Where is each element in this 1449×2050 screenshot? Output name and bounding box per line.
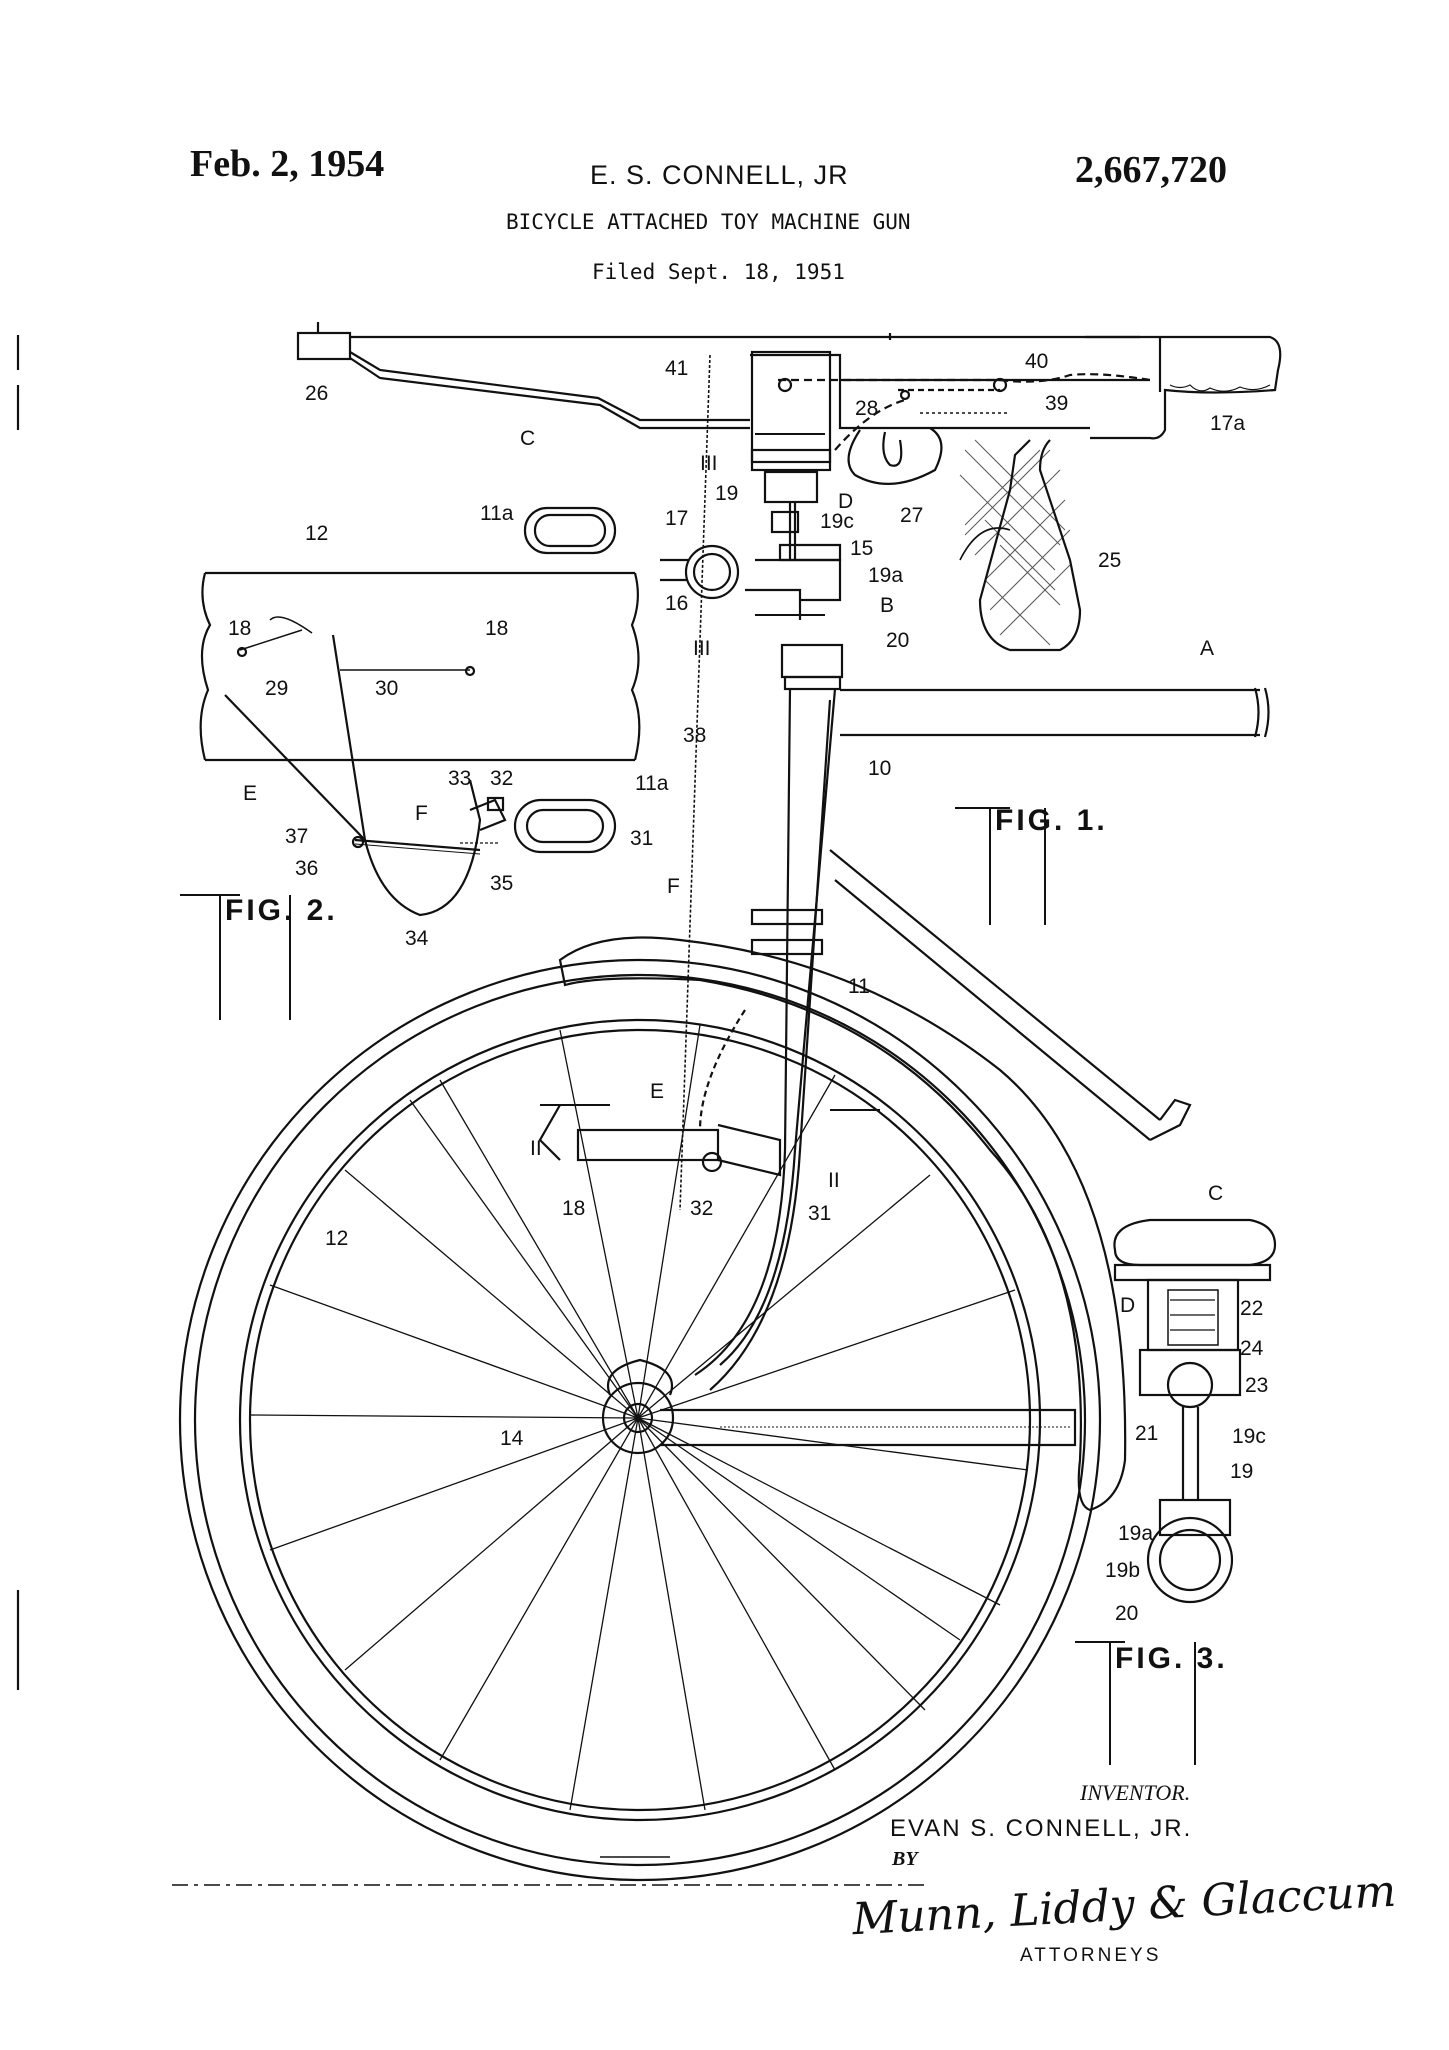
wheel-spokes <box>249 1024 1029 1811</box>
ref-C3: C <box>1208 1182 1223 1205</box>
ref-14: 14 <box>500 1427 524 1450</box>
figure-labels: FIG. 1. FIG. 2. FIG. 3. <box>180 804 1228 1765</box>
ref-40: 40 <box>1025 350 1048 373</box>
ref-38: 38 <box>683 724 706 747</box>
ref-II-b: II <box>828 1169 840 1192</box>
patent-title: BICYCLE ATTACHED TOY MACHINE GUN <box>506 210 911 234</box>
ref-F2: F <box>415 802 428 825</box>
ref-III-a: III <box>700 452 718 475</box>
ref-C: C <box>520 427 535 450</box>
ref-D3: D <box>1120 1294 1135 1317</box>
ref-24: 24 <box>1240 1337 1264 1360</box>
ref-17: 17 <box>665 507 688 530</box>
ref-36: 36 <box>295 857 318 880</box>
reference-labels: 41 40 39 26 28 27 17a 25 C III D 19 19c … <box>228 350 1268 1625</box>
ref-25: 25 <box>1098 549 1121 572</box>
ref-12: 12 <box>305 522 328 545</box>
by-label: BY <box>892 1848 918 1870</box>
ref-37: 37 <box>285 825 308 848</box>
inventor-label: INVENTOR. <box>1080 1780 1191 1805</box>
bicycle-frame <box>679 354 1270 1211</box>
ref-29: 29 <box>265 677 288 700</box>
inventor-name: EVAN S. CONNELL, JR. <box>890 1815 1193 1842</box>
ref-19a-3: 19a <box>1118 1522 1153 1545</box>
ref-31: 31 <box>630 827 653 850</box>
ref-32-b: 32 <box>690 1197 713 1220</box>
toy-machine-gun <box>296 322 1282 652</box>
ref-11: 11 <box>848 975 870 998</box>
fig3-label: FIG. 3. <box>1115 1642 1228 1675</box>
tube-section-11a <box>513 506 617 854</box>
wheel-fender <box>558 936 1127 1512</box>
ref-17a: 17a <box>1210 412 1245 435</box>
patent-date: Feb. 2, 1954 <box>190 143 385 185</box>
ref-21: 21 <box>1135 1422 1158 1445</box>
ref-30: 30 <box>375 677 398 700</box>
ref-10: 10 <box>868 757 891 780</box>
fig1-label: FIG. 1. <box>995 804 1108 837</box>
ref-18-c: 18 <box>562 1197 585 1220</box>
ref-19-3: 19 <box>1230 1460 1253 1483</box>
bicycle-fork <box>694 643 844 1391</box>
ref-35: 35 <box>490 872 513 895</box>
ref-E2: E <box>650 1080 664 1103</box>
ground-line <box>172 1856 930 1886</box>
ref-19c: 19c <box>820 510 854 533</box>
ref-19b-3: 19b <box>1105 1559 1140 1582</box>
ref-39: 39 <box>1045 392 1068 415</box>
ref-16: 16 <box>665 592 688 615</box>
ref-18-a: 18 <box>228 617 251 640</box>
ref-12-b: 12 <box>325 1227 348 1250</box>
ref-27: 27 <box>900 504 923 527</box>
ref-31-b: 31 <box>808 1202 831 1225</box>
ref-19a: 19a <box>868 564 903 587</box>
ref-26: 26 <box>305 382 328 405</box>
ref-F: F <box>667 875 680 898</box>
ref-22: 22 <box>1240 1297 1263 1320</box>
ref-11a: 11a <box>635 772 669 795</box>
ref-II-a: II <box>530 1137 542 1160</box>
attorneys-label: ATTORNEYS <box>1020 1945 1162 1966</box>
grip-crosshatch <box>959 439 1071 646</box>
ref-34: 34 <box>405 927 429 950</box>
mount-clamp <box>660 470 842 620</box>
ref-20: 20 <box>886 629 909 652</box>
ref-33: 33 <box>448 767 471 790</box>
filed-date: Filed Sept. 18, 1951 <box>592 260 845 284</box>
ref-15: 15 <box>850 537 873 560</box>
section-marks <box>540 433 880 1111</box>
ref-18-b: 18 <box>485 617 508 640</box>
ref-19c-3: 19c <box>1232 1425 1266 1448</box>
fig2-wheel-section <box>199 571 641 917</box>
fork-clamp <box>538 1104 782 1177</box>
bicycle-wheel <box>178 958 1102 1882</box>
ref-E: E <box>243 782 257 805</box>
ref-19: 19 <box>715 482 738 505</box>
patent-number: 2,667,720 <box>1075 149 1227 191</box>
ref-41: 41 <box>665 357 688 380</box>
ref-23: 23 <box>1245 1374 1268 1397</box>
ref-B: B <box>880 594 894 617</box>
ref-A: A <box>1200 637 1214 660</box>
fig2-label: FIG. 2. <box>225 894 338 927</box>
ref-28: 28 <box>855 397 878 420</box>
inventor-header: E. S. CONNELL, JR <box>590 160 849 190</box>
ref-20-3: 20 <box>1115 1602 1138 1625</box>
ref-32: 32 <box>490 767 513 790</box>
stock-texture <box>1169 384 1271 392</box>
brake-arm <box>660 1408 1077 1447</box>
ref-D: D <box>838 490 853 513</box>
fig3-mount-detail <box>1113 1218 1277 1604</box>
ref-11a-top: 11a <box>480 502 514 525</box>
ref-III-b: III <box>693 637 711 660</box>
